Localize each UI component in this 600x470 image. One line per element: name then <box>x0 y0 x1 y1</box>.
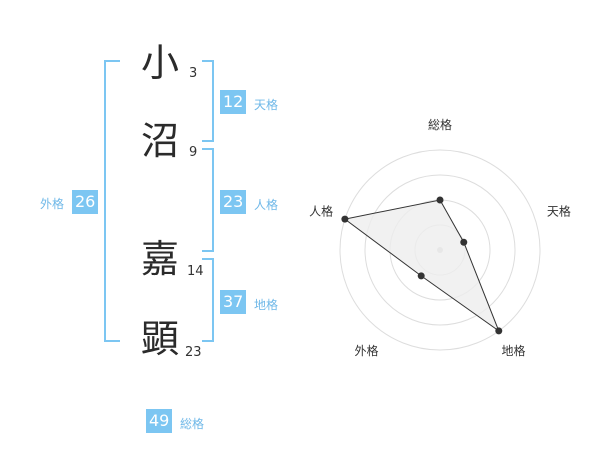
radar-point <box>495 327 503 335</box>
name-char-3: 嘉 <box>141 237 180 281</box>
radar-point <box>417 272 425 280</box>
jinkaku-label: 人格 <box>254 198 279 212</box>
radar-axis-label: 総格 <box>428 117 452 132</box>
gaikaku-bracket <box>104 60 120 342</box>
tenkaku-value-badge: 12 <box>220 90 247 114</box>
stroke-count-2: 9 <box>189 145 198 160</box>
tenkaku-bracket <box>202 60 214 142</box>
radar-axis-label: 外格 <box>355 343 379 358</box>
radar-axis-label: 地格 <box>501 343 525 358</box>
radar-axis-label: 人格 <box>309 203 333 218</box>
radar-ring <box>364 174 516 326</box>
name-char-2: 沼 <box>141 119 180 163</box>
jinkaku-bracket <box>202 148 214 252</box>
radar-polygon <box>343 199 500 333</box>
radar-axis-label: 天格 <box>547 203 571 218</box>
radar-ring <box>339 149 541 351</box>
stroke-count-1: 3 <box>189 66 198 81</box>
name-char-4: 顕 <box>141 317 180 361</box>
gaikaku-value-badge: 26 <box>72 190 99 214</box>
name-char-1: 小 <box>141 41 180 85</box>
tenkaku-label: 天格 <box>254 98 279 112</box>
stroke-count-4: 23 <box>185 345 202 360</box>
chikaku-label: 地格 <box>254 298 279 312</box>
jinkaku-value-badge: 23 <box>220 190 247 214</box>
radar-point <box>460 238 468 246</box>
stroke-count-3: 14 <box>187 264 204 279</box>
gaikaku-label: 外格 <box>40 197 65 211</box>
radar-point <box>436 196 444 204</box>
chikaku-value-badge: 37 <box>220 290 247 314</box>
soukaku-value-badge: 49 <box>146 409 173 433</box>
soukaku-label: 総格 <box>180 417 205 431</box>
radar-point <box>341 215 349 223</box>
chikaku-bracket <box>202 258 214 342</box>
